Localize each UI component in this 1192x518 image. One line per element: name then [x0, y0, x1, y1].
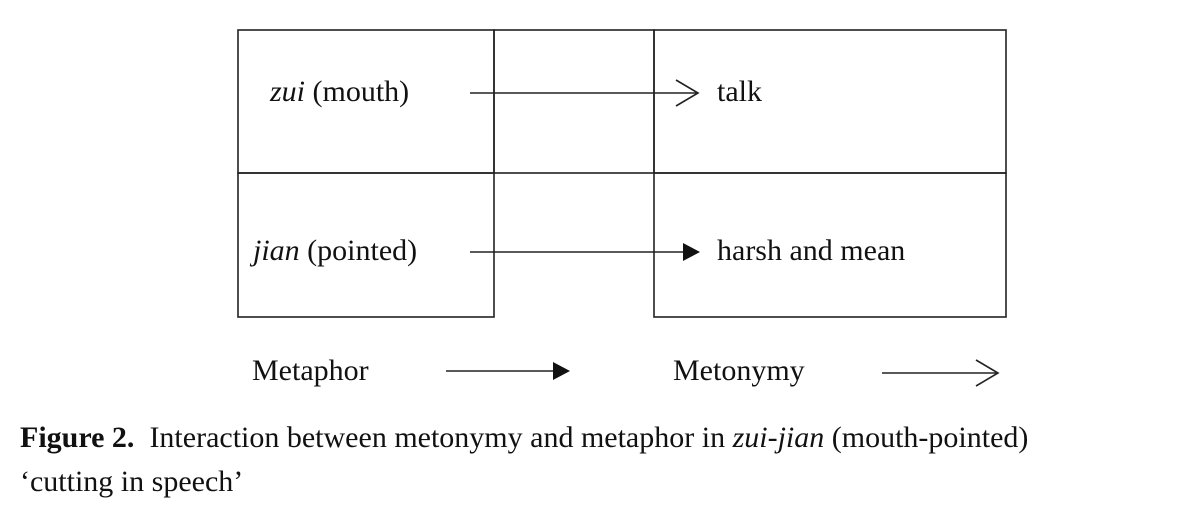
- row2-source-term: jian: [249, 234, 300, 267]
- row1-source-gloss: (mouth): [313, 75, 410, 108]
- figure-label: Figure 2.: [20, 421, 135, 454]
- right-box-top: [653, 29, 1007, 174]
- metonymy-metaphor-diagram: zui (mouth) talk jian (pointed) harsh an…: [237, 29, 1007, 387]
- figure-caption: Figure 2. Interaction between metonymy a…: [20, 416, 1180, 504]
- row1-source-term: zui: [269, 75, 305, 108]
- caption-text-before: Interaction between metonymy and metapho…: [149, 421, 726, 454]
- caption-line2: ‘cutting in speech’: [20, 465, 244, 498]
- row1-source-label: zui (mouth): [269, 75, 409, 108]
- row1-open-arrowhead: [675, 79, 700, 107]
- box-grid: [237, 29, 1007, 318]
- left-box-bottom: [237, 172, 495, 318]
- legend-metonymy-open-arrowhead: [975, 359, 1000, 387]
- right-box-bottom: [653, 172, 1007, 318]
- legend-metaphor-filled-arrowhead: [553, 362, 570, 380]
- row2-source-gloss: (pointed): [307, 234, 417, 267]
- middle-box-top: [493, 29, 655, 174]
- caption-text-after: (mouth-pointed): [831, 421, 1029, 454]
- legend-metaphor-label: Metaphor: [252, 354, 369, 387]
- caption-term: zui-jian: [732, 421, 825, 454]
- row2-filled-arrowhead: [683, 243, 700, 261]
- legend-metonymy-label: Metonymy: [673, 354, 805, 387]
- row2-target-label: harsh and mean: [717, 234, 905, 267]
- row2-source-label: jian (pointed): [249, 234, 417, 267]
- row1-target-label: talk: [717, 75, 762, 108]
